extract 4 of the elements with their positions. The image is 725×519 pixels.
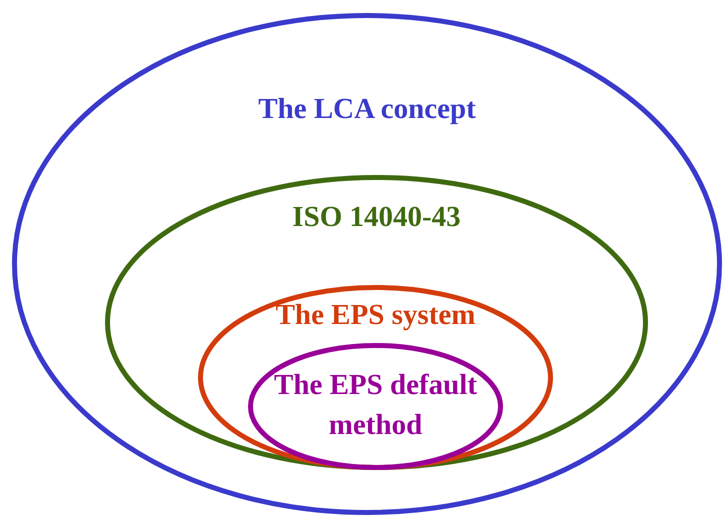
set-label: The EPS default method [274,369,478,441]
set-label: The LCA concept [258,93,476,125]
set-label: The EPS system [276,299,476,331]
set-label: ISO 14040-43 [292,201,461,233]
